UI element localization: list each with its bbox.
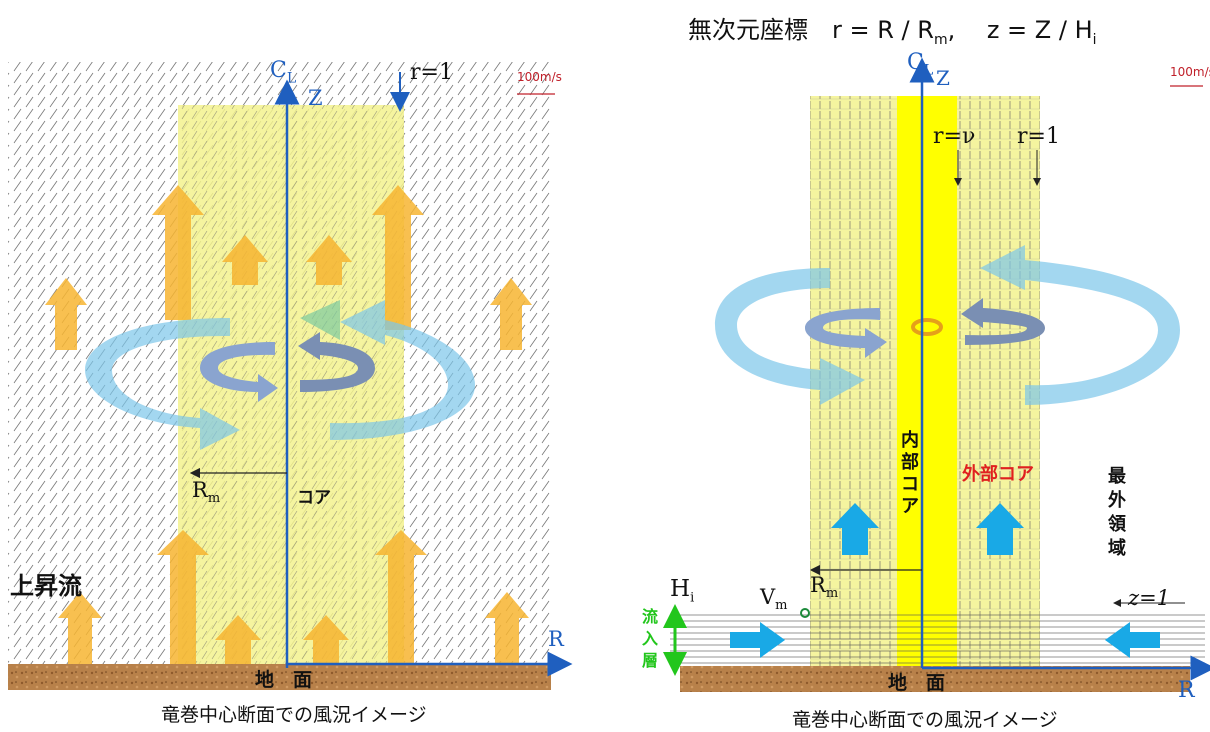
vm-label: Vm	[760, 585, 788, 614]
inner-swirl	[805, 298, 1045, 358]
vm-marker	[800, 608, 810, 618]
scale-label: 100m/s	[1170, 65, 1210, 79]
rm-label: Rm	[192, 478, 221, 507]
inner-core-band	[897, 96, 957, 668]
r1-label: r=1	[410, 60, 453, 85]
left-caption: 竜巻中心断面での風況イメージ	[161, 704, 427, 726]
r-axis-label: R	[1178, 678, 1195, 703]
r1-label: r=1	[1017, 124, 1060, 149]
rm-label: Rm	[810, 573, 839, 602]
title: 無次元座標 r = R / Rm, z = Z / Hi	[688, 16, 1097, 48]
left-diagram-canvas	[8, 62, 573, 690]
right-diagram: 無次元座標 r = R / Rm, z = Z / Hi CL Z 100m/s…	[605, 0, 1210, 731]
updraft-label: 上昇流	[10, 572, 82, 600]
core-label: コア	[297, 488, 331, 508]
outer-swirl	[85, 300, 475, 450]
inflow-layer-label: 流入層	[642, 607, 659, 670]
left-diagram: CL Z r=1 100m/s Rm コア 上昇流 R 地 面 竜巻中心断面での…	[0, 0, 600, 731]
z-axis-label: Z	[936, 66, 950, 90]
cyan-arrows	[730, 503, 1160, 658]
outermost-label: 最外領域	[1108, 466, 1126, 559]
outer-swirl	[715, 245, 1180, 405]
axis-cl-label: CL	[907, 50, 934, 79]
r-axis-label: R	[548, 627, 564, 651]
inner-core-label: 内部コア	[901, 430, 919, 517]
right-diagram-canvas	[663, 57, 1210, 692]
updraft-arrows	[45, 185, 532, 665]
ground	[680, 666, 1190, 692]
z1-label: z=1	[1128, 586, 1171, 610]
hi-label: Hi	[670, 576, 695, 606]
ground	[8, 664, 551, 690]
axis-cl-label: CL	[270, 58, 297, 87]
ground-label: 地 面	[888, 672, 946, 694]
ground-label: 地 面	[255, 669, 313, 691]
inner-swirl	[200, 332, 375, 402]
r-nu-label: r=ν	[933, 124, 976, 149]
scale-label: 100m/s	[517, 70, 562, 84]
outer-core-label: 外部コア	[962, 464, 1034, 485]
z-axis-label: Z	[308, 86, 323, 110]
right-caption: 竜巻中心断面での風況イメージ	[792, 709, 1058, 731]
